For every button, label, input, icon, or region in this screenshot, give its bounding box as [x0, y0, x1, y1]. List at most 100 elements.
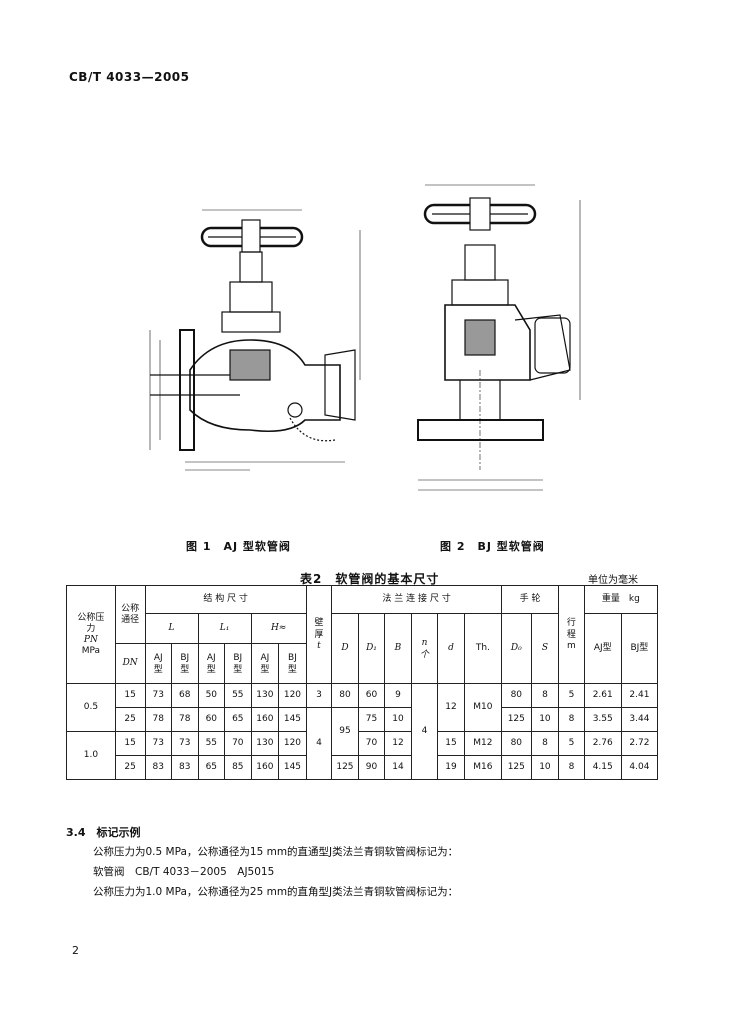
cell: 95 [331, 707, 359, 756]
cell: 8 [558, 755, 585, 780]
header-H-aj: AJ型 [250, 643, 280, 684]
cell: 90 [357, 755, 386, 780]
cell: 80 [500, 731, 532, 756]
header-n: n个 [410, 613, 439, 684]
page-number: 2 [72, 944, 79, 957]
cell: 80 [500, 683, 532, 708]
cell: 78 [171, 707, 199, 732]
header-d: d [437, 613, 465, 684]
cell: 120 [278, 731, 307, 756]
header-struct: 结 构 尺 寸 [144, 585, 307, 614]
cell: 145 [278, 707, 307, 732]
header-dn: 公称通径 [114, 585, 146, 644]
cell: 70 [357, 731, 386, 756]
cell: 55 [197, 731, 226, 756]
cell: 60 [197, 707, 226, 732]
header-D1: D₁ [357, 613, 386, 684]
header-D: D [331, 613, 359, 684]
pn-cell: 1.0 [66, 731, 116, 780]
cell: 4 [305, 707, 333, 780]
cell: 125 [500, 755, 532, 780]
cell: 75 [357, 707, 386, 732]
figure-bj-valve [410, 170, 600, 500]
cell: 130 [250, 731, 280, 756]
cell: 65 [197, 755, 226, 780]
cell: 8 [530, 731, 560, 756]
document-code: CB/T 4033—2005 [69, 70, 190, 84]
cell: 2.41 [620, 683, 659, 708]
cell: M12 [463, 731, 502, 756]
cell: 10 [530, 707, 560, 732]
header-H-bj: BJ型 [278, 643, 307, 684]
cell: 8 [558, 707, 585, 732]
marking-example-line-1: 公称压力为0.5 MPa，公称通径为15 mm的直通型J类法兰青铜软管阀标记为： [93, 846, 459, 858]
cell: 160 [250, 707, 280, 732]
header-D0: D₀ [500, 613, 532, 684]
cell: 130 [250, 683, 280, 708]
cell: 10 [530, 755, 560, 780]
table-title: 表2 软管阀的基本尺寸 [300, 572, 440, 586]
header-H: H≈ [250, 613, 307, 644]
aj-valve-drawing [149, 209, 361, 471]
cell: 3 [305, 683, 333, 708]
cell: 73 [144, 731, 173, 756]
cell: 73 [144, 683, 173, 708]
cell: 78 [144, 707, 173, 732]
cell: 4.04 [620, 755, 659, 780]
section-heading: 3.4 标记示例 [66, 826, 141, 839]
cell: M16 [463, 755, 502, 780]
cell: 4.15 [583, 755, 622, 780]
header-dn-sym: DN [114, 643, 146, 684]
marking-example-line-3: 公称压力为1.0 MPa，公称通径为25 mm的直角型J类法兰青铜软管阀标记为： [93, 886, 459, 898]
header-pn: 公称压力 PN MPa [66, 585, 116, 684]
table-row: 0.5 15 73 68 50 55 130 120 3 80 60 9 4 1… [66, 683, 659, 780]
cell: 25 [114, 755, 146, 780]
cell: 73 [171, 731, 199, 756]
header-handwheel: 手 轮 [500, 585, 560, 614]
cell: 160 [250, 755, 280, 780]
header-weight: 重量 kg [583, 585, 659, 614]
bj-valve-drawing [417, 184, 581, 491]
cell: 3.44 [620, 707, 659, 732]
cell: 15 [114, 683, 146, 708]
table-row: 1.0 15 73 73 55 70 130 120 70 12 15 M12 … [66, 731, 659, 780]
figure-2-caption: 图 2 BJ 型软管阀 [440, 540, 545, 553]
cell: 15 [114, 731, 146, 756]
header-S: S [530, 613, 560, 684]
cell: 5 [558, 731, 585, 756]
cell: 70 [224, 731, 252, 756]
cell: M10 [463, 683, 502, 732]
cell: 8 [530, 683, 560, 708]
header-L1-aj: AJ型 [197, 643, 226, 684]
cell: 3.55 [583, 707, 622, 732]
cell: 55 [224, 683, 252, 708]
table-row: 25 78 78 60 65 160 145 4 95 75 10 125 10… [67, 707, 659, 780]
cell: 83 [144, 755, 173, 780]
cell: 2.61 [583, 683, 622, 708]
cell: 25 [114, 707, 146, 732]
cell: 83 [171, 755, 199, 780]
cell: 85 [224, 755, 252, 780]
header-L: L [144, 613, 199, 644]
figure-aj-valve [130, 190, 370, 480]
header-weight-bj: BJ型 [620, 613, 659, 684]
cell: 2.76 [583, 731, 622, 756]
pn-cell: 0.5 [66, 683, 116, 732]
cell: 68 [171, 683, 199, 708]
cell: 125 [331, 755, 359, 780]
header-L1: L₁ [197, 613, 252, 644]
cell: 4 [410, 683, 439, 780]
cell: 14 [384, 755, 412, 780]
header-flange: 法 兰 连 接 尺 寸 [331, 585, 502, 614]
figure-1-caption: 图 1 AJ 型软管阀 [186, 540, 291, 553]
cell: 15 [437, 731, 465, 756]
table-row: 25 83 83 65 85 160 145 125 90 14 19 M16 … [67, 755, 659, 780]
table-unit-note: 单位为毫米 [588, 575, 638, 586]
header-L-aj: AJ型 [144, 643, 173, 684]
cell: 9 [384, 683, 412, 708]
cell: 10 [384, 707, 412, 732]
cell: 50 [197, 683, 226, 708]
